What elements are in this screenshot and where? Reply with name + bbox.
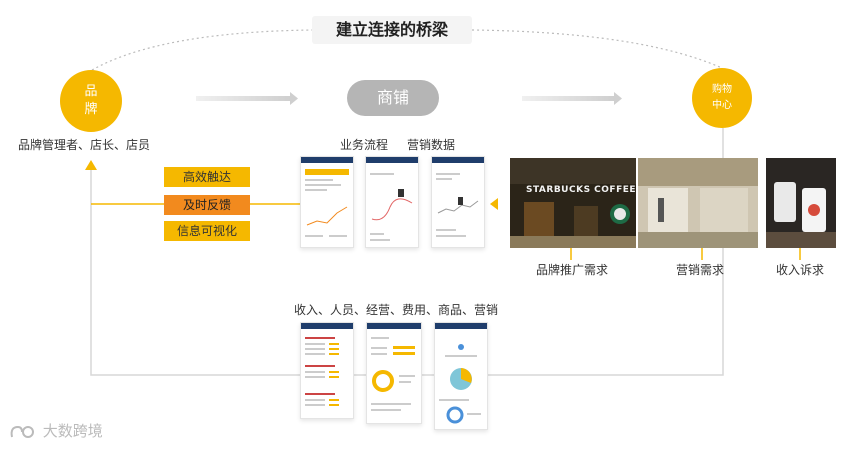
phone-1-content — [301, 163, 353, 247]
photo-label-revenue: 收入诉求 — [776, 261, 824, 278]
storefront-sign-text: STARBUCKS COFFEE — [526, 185, 636, 195]
diagram-title: 建立连接的桥梁 — [312, 16, 472, 44]
storefront-illustration — [510, 158, 636, 248]
mall-interior-illustration — [638, 158, 758, 248]
phone-screenshot-3 — [431, 156, 485, 248]
phone-screenshot-4 — [300, 322, 354, 419]
phone-screenshot-5 — [366, 322, 422, 424]
phone-3-content — [432, 163, 484, 247]
phone-payment-illustration — [766, 158, 836, 248]
brand-circle: 品 牌 — [60, 70, 122, 132]
brand-circle-line2: 牌 — [60, 101, 122, 119]
mall-circle-line1: 购物 — [692, 82, 752, 98]
mall-interior-photo — [638, 158, 758, 248]
watermark-logo-icon — [8, 423, 38, 441]
mall-circle-line2: 中心 — [692, 98, 752, 114]
bottom-categories-label: 收入、人员、经营、费用、商品、营销 — [294, 301, 498, 318]
phone-5-content — [367, 329, 421, 423]
mall-circle: 购物 中心 — [692, 68, 752, 128]
storefront-photo: STARBUCKS COFFEE — [510, 158, 636, 248]
phone-screenshot-1 — [300, 156, 354, 248]
marketing-data-label: 营销数据 — [407, 136, 455, 153]
tag-info-visualization: 信息可视化 — [164, 221, 250, 241]
store-pill: 商铺 — [347, 80, 439, 116]
phone-screenshot-6 — [434, 322, 488, 430]
watermark-text: 大数跨境 — [43, 422, 103, 440]
photo-label-marketing: 营销需求 — [676, 261, 724, 278]
brand-roles-label: 品牌管理者、店长、店员 — [18, 136, 150, 153]
phone-6-content — [435, 329, 487, 429]
phone-payment-photo — [766, 158, 836, 248]
tag-efficient-reach: 高效触达 — [164, 167, 250, 187]
brand-circle-line1: 品 — [60, 83, 122, 101]
watermark: 大数跨境 — [8, 420, 103, 441]
photo-label-brand-promotion: 品牌推广需求 — [536, 261, 608, 278]
phone-2-content — [366, 163, 418, 247]
dotted-arc — [92, 30, 312, 70]
phone-screenshot-2 — [365, 156, 419, 248]
business-flow-label: 业务流程 — [340, 136, 388, 153]
tag-timely-feedback: 及时反馈 — [164, 195, 250, 215]
phone-4-content — [301, 329, 353, 418]
